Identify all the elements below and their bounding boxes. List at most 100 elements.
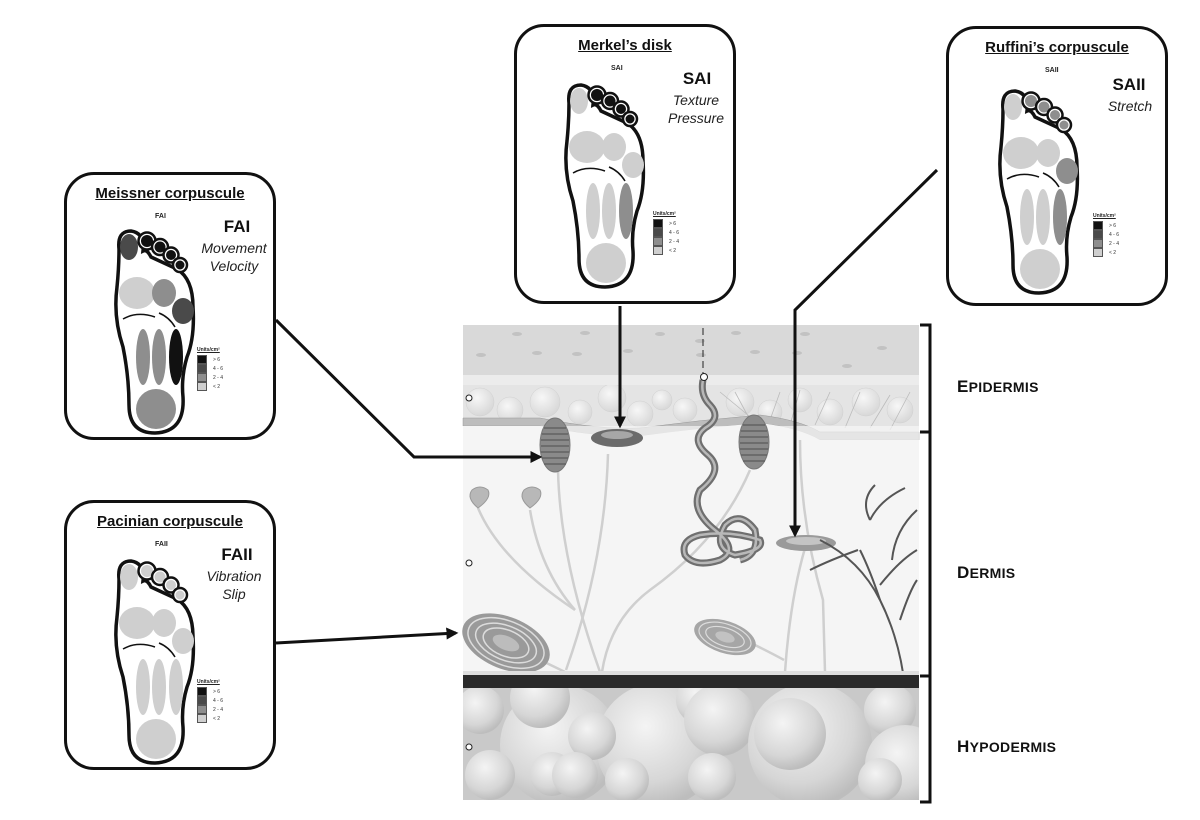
region-hallux (1004, 94, 1022, 120)
region-lateral-arch (619, 183, 633, 239)
legend-entry: 2 - 4 (197, 705, 237, 714)
legend-entry: < 2 (653, 246, 693, 255)
legend-swatch (1093, 221, 1103, 230)
pacinian-panel: Pacinian corpuscule FAII FAII Vibration … (64, 500, 276, 770)
edge-markers (465, 394, 473, 751)
legend-label: < 2 (213, 715, 221, 722)
legend-label: < 2 (1109, 249, 1117, 256)
legend-entry: 4 - 6 (653, 228, 693, 237)
region-toe (616, 104, 626, 114)
legend-swatch (197, 373, 207, 382)
region-lateral-arch (169, 329, 183, 385)
function-label: Velocity (209, 258, 259, 274)
region-central-arch (152, 329, 166, 385)
hypodermis-label: HYPODERMIS (957, 737, 1057, 756)
region-hallux (120, 564, 138, 590)
region-toe (175, 590, 185, 600)
region-lateral-forefoot (1056, 158, 1078, 184)
sweat-gland-duct (680, 328, 765, 567)
region-toe (154, 571, 166, 583)
function-label: Vibration (206, 568, 262, 584)
legend-title: Units/cm² (197, 347, 220, 353)
dermis-bg (463, 423, 919, 674)
legend-label: 4 - 6 (213, 697, 224, 704)
region-central-forefoot (152, 279, 176, 307)
region-lateral-forefoot (172, 298, 194, 324)
legend-swatch (653, 219, 663, 228)
connector-arrows (274, 168, 939, 645)
panel-small-code: FAII (155, 541, 168, 548)
region-lateral-arch (1053, 189, 1067, 245)
meissner-corpuscle (539, 417, 571, 473)
function-label: Movement (201, 240, 267, 256)
legend-label: < 2 (213, 383, 221, 390)
legend-swatch (653, 228, 663, 237)
panel-small-code: SAI (611, 65, 623, 72)
foot-density-map (114, 559, 196, 765)
legend-label: > 6 (213, 688, 221, 695)
legend-swatch (197, 714, 207, 723)
region-toe (141, 565, 153, 577)
region-toe (1059, 120, 1069, 130)
region-medial-arch (136, 659, 150, 715)
region-lateral-arch (169, 659, 183, 715)
foot-density-map (564, 83, 646, 289)
region-heel (136, 389, 176, 429)
meissner-panel: Meissner corpuscule FAI FAI Movement Vel… (64, 172, 276, 440)
function-label: Pressure (667, 110, 725, 126)
legend-title: Units/cm² (197, 679, 220, 685)
region-central-arch (152, 659, 166, 715)
legend-entry: < 2 (197, 714, 237, 723)
legend-entry: 2 - 4 (653, 237, 693, 246)
legend-swatch (653, 237, 663, 246)
region-toe (1025, 95, 1037, 107)
region-medial-forefoot (1003, 137, 1039, 169)
ruffini-panel: Ruffini’s corpuscule SAII SAII Stretch U… (946, 26, 1168, 306)
region-toe (604, 95, 616, 107)
region-central-arch (602, 183, 616, 239)
legend-swatch (197, 355, 207, 364)
free-nerve-endings-bulbs (469, 486, 542, 509)
region-medial-arch (586, 183, 600, 239)
legend-label: 2 - 4 (1109, 240, 1120, 247)
legend-label: 4 - 6 (1109, 231, 1120, 238)
region-toe (591, 89, 603, 101)
region-toe (625, 114, 635, 124)
legend-swatch (197, 382, 207, 391)
region-toe (1038, 101, 1050, 113)
region-medial-forefoot (569, 131, 605, 163)
receptor-type-code: SAII (1112, 75, 1146, 94)
stratum-corneum (463, 325, 919, 387)
legend-title: Units/cm² (653, 211, 676, 217)
panel-title: Ruffini’s corpuscule (985, 39, 1129, 56)
foot-density-map (114, 229, 196, 435)
legend-label: 4 - 6 (213, 365, 224, 372)
function-label: Stretch (1107, 98, 1153, 114)
legend-entry: 2 - 4 (197, 373, 237, 382)
legend-label: > 6 (669, 220, 677, 227)
legend-swatch (197, 364, 207, 373)
legend-entry: > 6 (653, 219, 693, 228)
panel-small-code: FAI (155, 213, 166, 220)
legend-entry: > 6 (197, 355, 237, 364)
region-heel (586, 243, 626, 283)
ruffini-corpuscle (776, 535, 836, 551)
region-lateral-forefoot (622, 152, 644, 178)
panel-small-code: SAII (1045, 67, 1059, 74)
merkel-panel: Merkel’s disk SAI SAI Texture Pressure U… (514, 24, 736, 304)
region-toe (175, 260, 185, 270)
region-lateral-forefoot (172, 628, 194, 654)
fascia-band (463, 675, 919, 688)
region-central-arch (1036, 189, 1050, 245)
legend-entry: 4 - 6 (197, 696, 237, 705)
forefoot-crease (572, 166, 626, 182)
receptor-type-code: FAI (223, 217, 251, 236)
legend-label: > 6 (213, 356, 221, 363)
legend-label: 4 - 6 (669, 229, 680, 236)
dermis-label: DERMIS (957, 563, 1016, 582)
receptor-type-code: FAII (221, 545, 253, 564)
